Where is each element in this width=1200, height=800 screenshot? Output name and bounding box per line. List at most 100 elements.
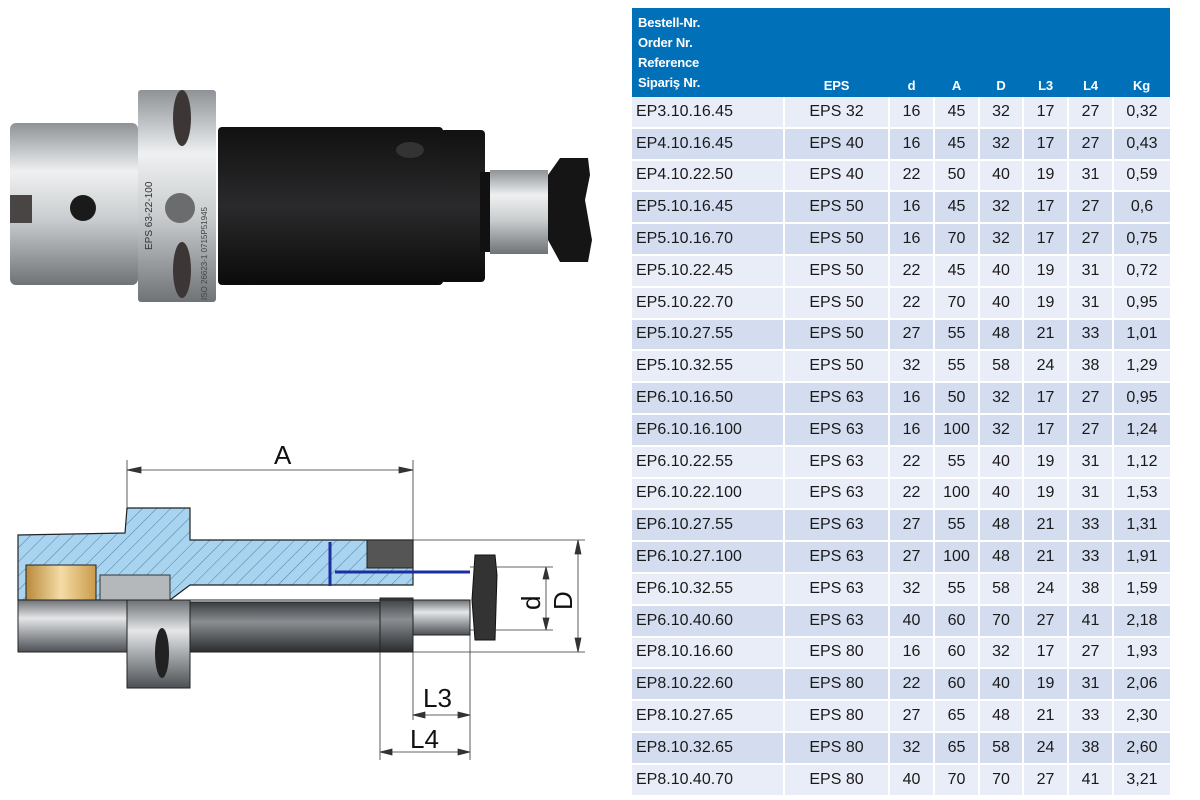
cell-L3: 17 [1022, 636, 1069, 670]
table-header: Bestell-Nr. Order Nr. Reference Sipariş … [632, 8, 1170, 97]
cell-kg: 1,31 [1112, 509, 1170, 543]
cell-D: 48 [978, 318, 1024, 352]
cell-order-number: EP8.10.40.70 [632, 763, 785, 797]
cell-kg: 3,21 [1112, 763, 1170, 797]
cell-A: 50 [933, 382, 980, 415]
cell-d: 16 [888, 191, 935, 225]
cell-A: 55 [933, 445, 980, 479]
cell-L3: 27 [1022, 604, 1069, 638]
cell-D: 58 [978, 350, 1024, 384]
header-line: Bestell-Nr. [638, 15, 701, 30]
cell-eps: EPS 80 [783, 636, 890, 670]
cell-eps: EPS 40 [783, 127, 890, 161]
cell-A: 55 [933, 318, 980, 352]
cell-kg: 1,53 [1112, 477, 1170, 511]
cell-A: 70 [933, 286, 980, 320]
shank-hole [70, 195, 96, 221]
cell-L3: 19 [1022, 668, 1069, 702]
cell-order-number: EP6.10.22.55 [632, 445, 785, 479]
cell-order-number: EP5.10.32.55 [632, 350, 785, 384]
cell-L3: 17 [1022, 127, 1069, 161]
technical-drawing: A L3 L4 d D [17, 440, 585, 760]
dim-label-d: d [516, 596, 546, 610]
header-kg: Kg [1113, 8, 1170, 97]
cell-L4: 33 [1067, 509, 1114, 543]
cell-d: 16 [888, 413, 935, 447]
cell-L4: 38 [1067, 572, 1114, 606]
cell-d: 22 [888, 668, 935, 702]
cell-D: 32 [978, 413, 1024, 447]
cell-D: 40 [978, 477, 1024, 511]
cell-A: 60 [933, 604, 980, 638]
cell-order-number: EP4.10.22.50 [632, 159, 785, 193]
cell-L4: 27 [1067, 191, 1114, 225]
cell-order-number: EP6.10.16.50 [632, 382, 785, 415]
cell-kg: 1,91 [1112, 541, 1170, 574]
cell-order-number: EP6.10.27.100 [632, 541, 785, 574]
cell-d: 22 [888, 159, 935, 193]
cell-kg: 2,06 [1112, 668, 1170, 702]
header-d: d [889, 8, 934, 97]
cell-A: 50 [933, 159, 980, 193]
cell-eps: EPS 80 [783, 763, 890, 797]
cell-order-number: EP6.10.40.60 [632, 604, 785, 638]
cell-eps: EPS 50 [783, 254, 890, 288]
cell-L3: 27 [1022, 763, 1069, 797]
cell-d: 22 [888, 445, 935, 479]
cell-L3: 17 [1022, 97, 1069, 129]
cell-D: 58 [978, 731, 1024, 765]
pin [490, 170, 548, 254]
cell-L4: 41 [1067, 604, 1114, 638]
cell-A: 45 [933, 191, 980, 225]
cell-kg: 1,59 [1112, 572, 1170, 606]
header-order-number: Bestell-Nr. Order Nr. Reference Sipariş … [632, 8, 784, 97]
cell-d: 27 [888, 318, 935, 352]
cell-D: 32 [978, 223, 1024, 256]
cell-L4: 33 [1067, 700, 1114, 733]
cell-A: 45 [933, 97, 980, 129]
cell-L3: 17 [1022, 382, 1069, 415]
cell-eps: EPS 63 [783, 445, 890, 479]
cell-order-number: EP8.10.32.65 [632, 731, 785, 765]
cell-order-number: EP8.10.16.60 [632, 636, 785, 670]
cell-kg: 2,18 [1112, 604, 1170, 638]
cell-L4: 41 [1067, 763, 1114, 797]
cell-L3: 19 [1022, 254, 1069, 288]
dim-label-L3: L3 [423, 683, 452, 713]
cell-order-number: EP6.10.16.100 [632, 413, 785, 447]
cell-L4: 31 [1067, 668, 1114, 702]
cell-L3: 19 [1022, 445, 1069, 479]
cell-L3: 19 [1022, 159, 1069, 193]
cell-L4: 31 [1067, 159, 1114, 193]
cell-kg: 1,12 [1112, 445, 1170, 479]
cell-order-number: EP6.10.22.100 [632, 477, 785, 511]
cell-eps: EPS 50 [783, 286, 890, 320]
cell-d: 22 [888, 477, 935, 511]
dim-label-D: D [548, 591, 578, 610]
tool-body [218, 127, 443, 285]
header-line: Sipariş Nr. [638, 75, 701, 90]
dim-label-A: A [274, 440, 292, 470]
cell-L3: 21 [1022, 318, 1069, 352]
cell-eps: EPS 63 [783, 509, 890, 543]
cell-D: 32 [978, 636, 1024, 670]
cell-D: 48 [978, 700, 1024, 733]
cell-kg: 0,75 [1112, 223, 1170, 256]
cell-A: 65 [933, 731, 980, 765]
cell-order-number: EP5.10.16.45 [632, 191, 785, 225]
cell-order-number: EP5.10.22.45 [632, 254, 785, 288]
cell-d: 16 [888, 127, 935, 161]
cell-d: 16 [888, 97, 935, 129]
